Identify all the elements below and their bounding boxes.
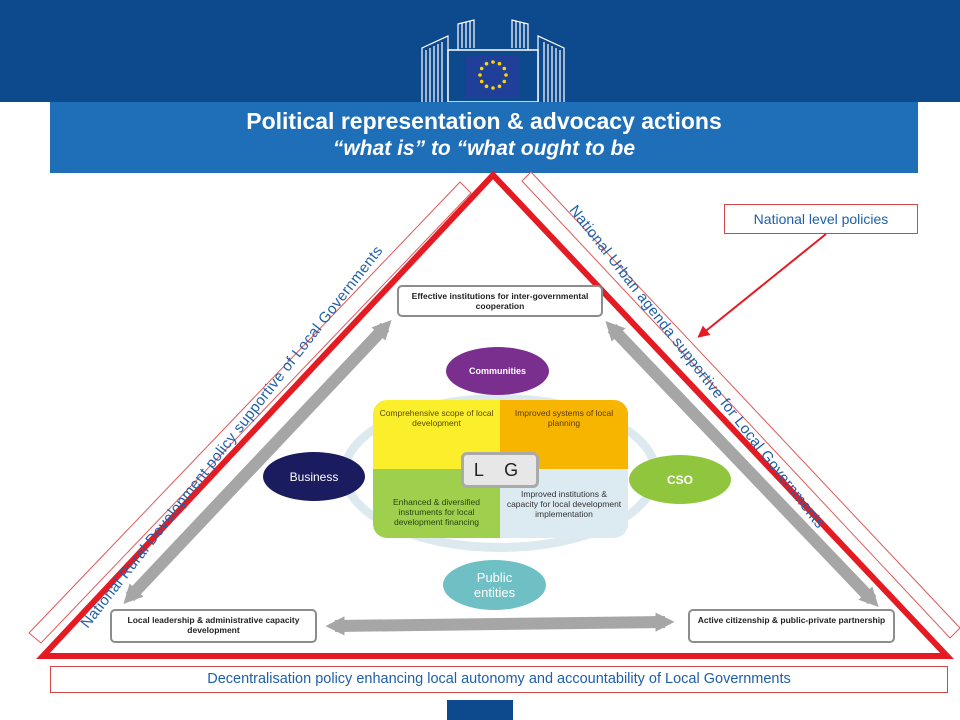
business-oval: Business xyxy=(263,452,365,501)
decentralisation-callout: Decentralisation policy enhancing local … xyxy=(50,666,948,693)
communities-oval: Communities xyxy=(446,347,549,395)
page-title: Political representation & advocacy acti… xyxy=(246,108,722,134)
active-citizenship-box: Active citizenship & public-private part… xyxy=(688,609,895,643)
public-entities-oval: Public entities xyxy=(443,560,546,610)
bottom-double-arrow xyxy=(325,612,675,636)
cso-oval: CSO xyxy=(629,455,731,504)
intergovernmental-box: Effective institutions for inter-governm… xyxy=(397,285,603,317)
title-bar: Political representation & advocacy acti… xyxy=(50,102,918,173)
public-entities-label: Public entities xyxy=(473,570,516,600)
national-policies-callout: National level policies xyxy=(724,204,918,234)
eu-commission-logo xyxy=(421,19,565,102)
right-double-arrow xyxy=(605,321,879,607)
footer-flag-strip xyxy=(447,700,513,720)
local-government-badge: L G xyxy=(461,452,539,488)
local-leadership-box: Local leadership & administrative capaci… xyxy=(110,609,317,643)
page-subtitle: “what is” to “what ought to be xyxy=(332,137,636,160)
national-policy-pointer xyxy=(697,233,827,338)
left-double-arrow xyxy=(123,320,392,604)
